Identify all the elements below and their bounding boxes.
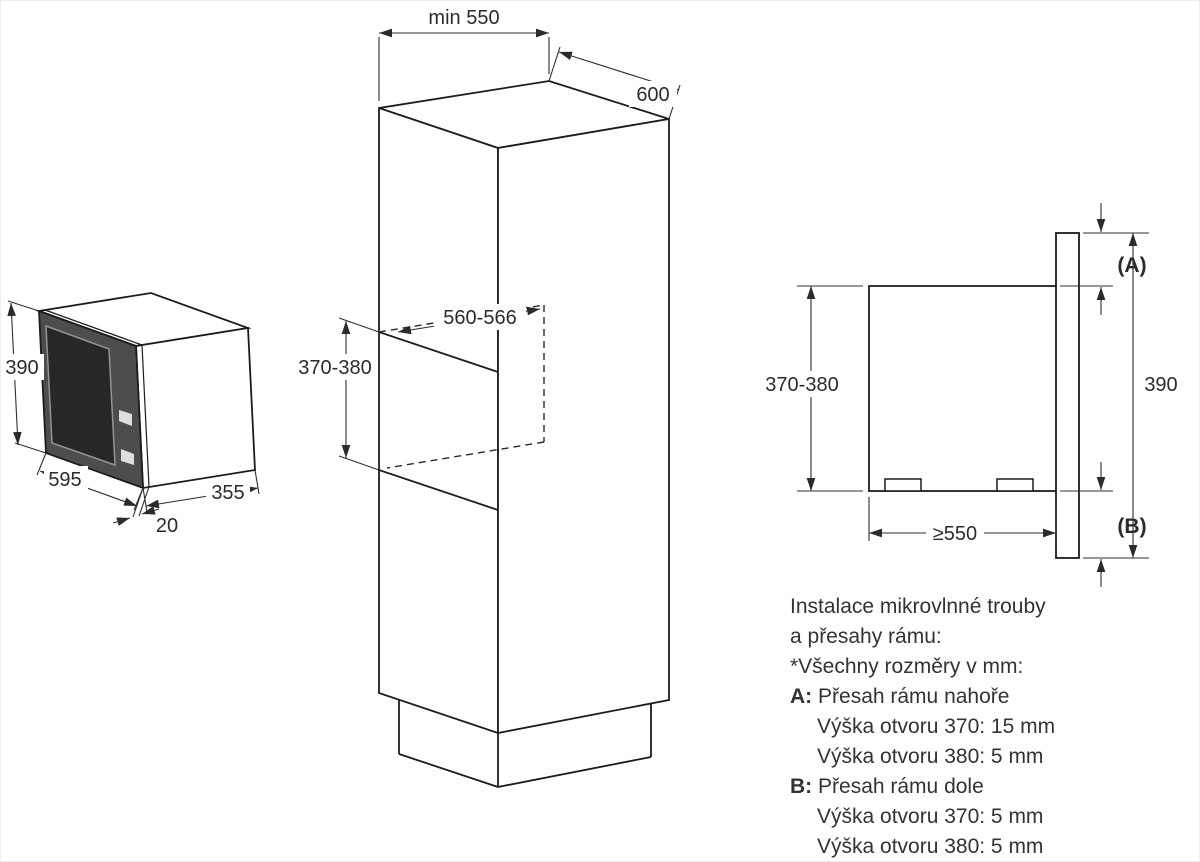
notes-item-b-title: Přesah rámu dole (818, 775, 984, 798)
dimension-niche-height: 370-380 (292, 317, 380, 471)
dimension-microwave-width: 595 (36, 452, 144, 511)
dim-label-niche-height: 370-380 (298, 357, 371, 379)
dimension-overhang-bottom: (B) (1060, 462, 1147, 587)
dim-label-cabinet-min-depth: min 550 (428, 7, 499, 29)
dim-label-section-front-height: 390 (1144, 374, 1177, 396)
dimension-microwave-height: 390 (2, 300, 47, 454)
cabinet-plinth (398, 700, 652, 788)
dim-label-section-niche-height: 370-380 (765, 374, 838, 396)
label-overhang-b: (B) (1117, 515, 1146, 538)
notes-item-a-detail1: Výška otvoru 370: 15 mm (817, 715, 1056, 738)
dim-label-microwave-depth: 355 (211, 482, 244, 504)
door-control-button (121, 449, 134, 465)
dim-label-cabinet-width: 600 (636, 84, 669, 106)
door-control-display (119, 410, 132, 426)
dim-label-section-min-depth: ≥550 (933, 523, 977, 545)
dimension-niche-width: 560-566 (397, 304, 541, 335)
microwave-isometric-view: 390 595 355 20 (2, 292, 260, 537)
door-frame-lip-side (141, 344, 150, 488)
dimension-microwave-depth: 355 (142, 469, 260, 513)
notes-item-b-detail2: Výška otvoru 380: 5 mm (817, 835, 1044, 858)
notes-item-a-detail2: Výška otvoru 380: 5 mm (817, 745, 1044, 768)
dimension-cabinet-width: 600 (548, 46, 681, 120)
dimension-section-front-height: 390 (1083, 232, 1178, 559)
cabinet-front-face (378, 106, 499, 735)
section-niche-outline (868, 285, 1056, 492)
microwave-side-face (135, 326, 256, 490)
notes-item-b-key: B: (790, 775, 813, 798)
section-view: 370-380 390 (A) (B) ≥550 (759, 203, 1178, 587)
door-frame-lip-top (44, 309, 143, 346)
niche-hidden-edge-bottom (386, 441, 545, 469)
section-foot-left (884, 478, 922, 492)
notes-item-a-key: A: (790, 685, 813, 708)
notes-item-b-heading: B: Přesah rámu dole (790, 772, 1194, 802)
cabinet-isometric-view: min 550 600 560-566 370-380 (292, 7, 681, 788)
notes-item-a-title: Přesah rámu nahoře (818, 685, 1010, 708)
dimension-frame-overhang: 20 (112, 486, 178, 537)
door-window (45, 324, 116, 467)
section-foot-right (996, 478, 1034, 492)
dimension-section-niche-height: 370-380 (759, 285, 863, 492)
notes-units-note: *Všechny rozměry v mm: (790, 655, 1024, 678)
dim-label-niche-width: 560-566 (443, 307, 516, 329)
dim-label-microwave-width: 595 (48, 469, 81, 491)
dim-label-frame-overhang: 20 (156, 515, 178, 537)
dim-label-microwave-height: 390 (5, 357, 38, 379)
notes-item-b-detail1: Výška otvoru 370: 5 mm (817, 805, 1044, 828)
label-overhang-a: (A) (1117, 254, 1146, 277)
dimension-overhang-top: (A) (1060, 203, 1147, 315)
notes-item-a-heading: A: Přesah rámu nahoře (790, 682, 1194, 712)
notes-title-line1: Instalace mikrovlnné trouby (790, 595, 1046, 618)
dimension-cabinet-min-depth: min 550 (378, 7, 550, 101)
installation-notes: Instalace mikrovlnné trouby a přesahy rá… (790, 592, 1194, 861)
notes-title-line2: a přesahy rámu: (790, 625, 942, 648)
dimension-section-min-depth: ≥550 (868, 497, 1057, 546)
section-front-frame (1055, 232, 1080, 559)
cabinet-side-face (497, 117, 670, 735)
